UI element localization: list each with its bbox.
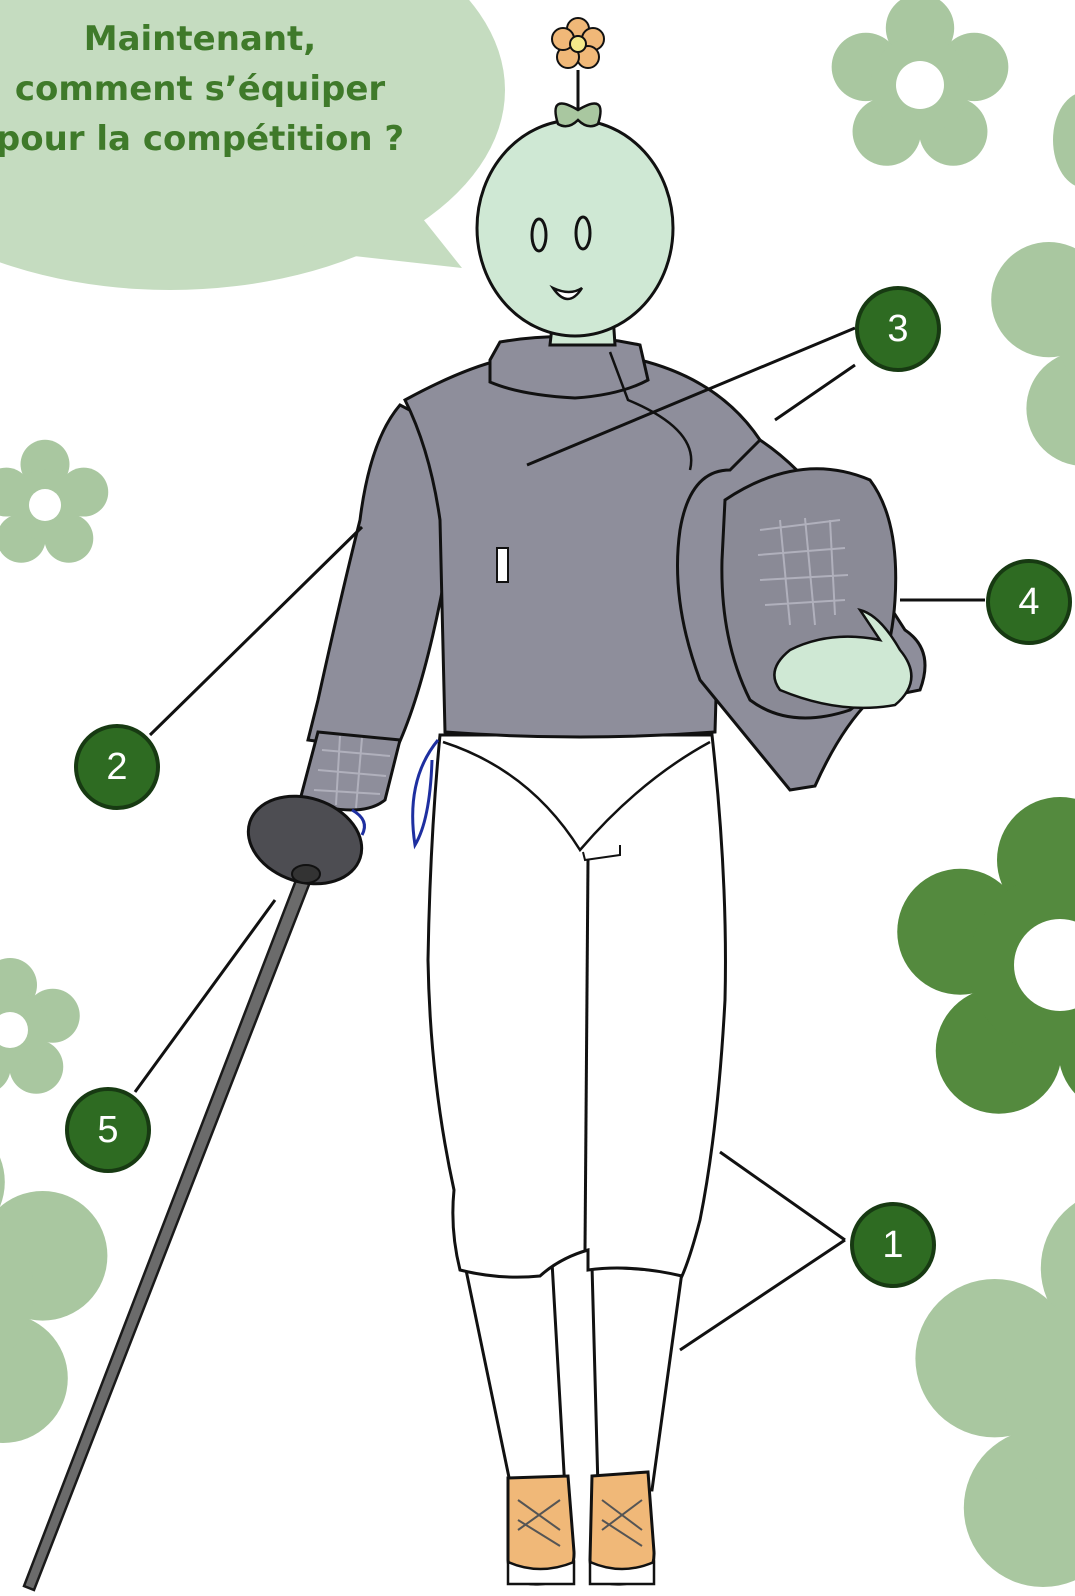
body-cord-plug: [497, 548, 508, 582]
callout-badge-3: 3: [855, 286, 941, 372]
flower-decoration-left-low: [0, 958, 80, 1094]
speech-line-3: pour la compétition ?: [0, 114, 440, 164]
character-head: [477, 18, 673, 345]
callout-badge-5: 5: [65, 1087, 151, 1173]
speech-line-2: comment s’équiper: [0, 64, 440, 114]
flower-decoration-right-mid: [991, 176, 1075, 466]
callout-badge-4: 4: [986, 559, 1072, 645]
flower-decoration-top-right: [832, 0, 1009, 166]
flower-decoration-left: [0, 440, 108, 563]
speech-bubble-text: Maintenant, comment s’équiper pour la co…: [0, 14, 440, 164]
callout-badge-1: 1: [850, 1202, 936, 1288]
fencing-shoes: [508, 1472, 654, 1584]
flower-petal-decoration: [1053, 92, 1075, 188]
flower-decoration-right-dark: [897, 797, 1075, 1114]
callout-badge-2: 2: [74, 724, 160, 810]
speech-line-1: Maintenant,: [0, 14, 440, 64]
fencing-socks: [466, 1262, 682, 1492]
fencing-breeches: [428, 735, 725, 1277]
flower-decoration-bottom-right: [915, 1189, 1075, 1587]
